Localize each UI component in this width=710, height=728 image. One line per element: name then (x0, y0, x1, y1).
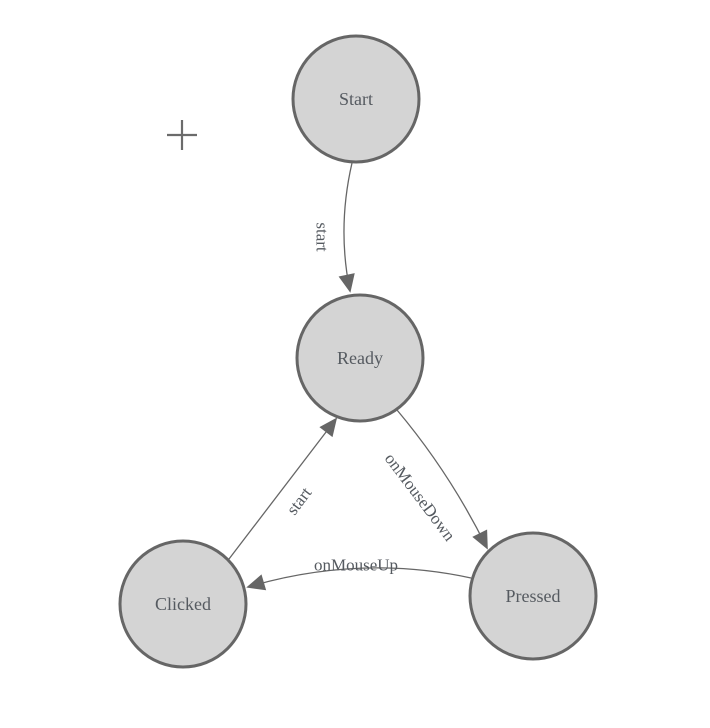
transition-label-clicked-to-ready: start (283, 483, 316, 518)
state-label-start: Start (339, 89, 373, 109)
state-node-pressed[interactable]: Pressed (468, 531, 598, 661)
transition-label-ready-to-pressed: onMouseDown (381, 449, 460, 545)
state-label-clicked: Clicked (155, 594, 211, 614)
state-label-pressed: Pressed (506, 586, 561, 606)
state-node-start[interactable]: Start (291, 34, 421, 164)
transition-edge-pressed-to-clicked[interactable] (246, 567, 472, 591)
state-node-clicked[interactable]: Clicked (118, 539, 248, 669)
state-node-ready[interactable]: Ready (295, 293, 425, 423)
transition-edge-start-to-ready[interactable] (338, 162, 355, 293)
state-circle-start[interactable] (291, 34, 421, 164)
transition-edge-ready-to-pressed[interactable] (396, 409, 488, 550)
crosshair-plus-icon (167, 120, 197, 150)
state-label-ready: Ready (337, 348, 383, 368)
state-circle-ready[interactable] (295, 293, 425, 423)
state-circle-pressed[interactable] (468, 531, 598, 661)
transition-edge-clicked-to-ready[interactable] (228, 417, 338, 560)
transition-label-pressed-to-clicked: onMouseUp (314, 556, 398, 575)
transition-label-start-to-ready: start (313, 222, 332, 252)
state-circle-clicked[interactable] (118, 539, 248, 669)
